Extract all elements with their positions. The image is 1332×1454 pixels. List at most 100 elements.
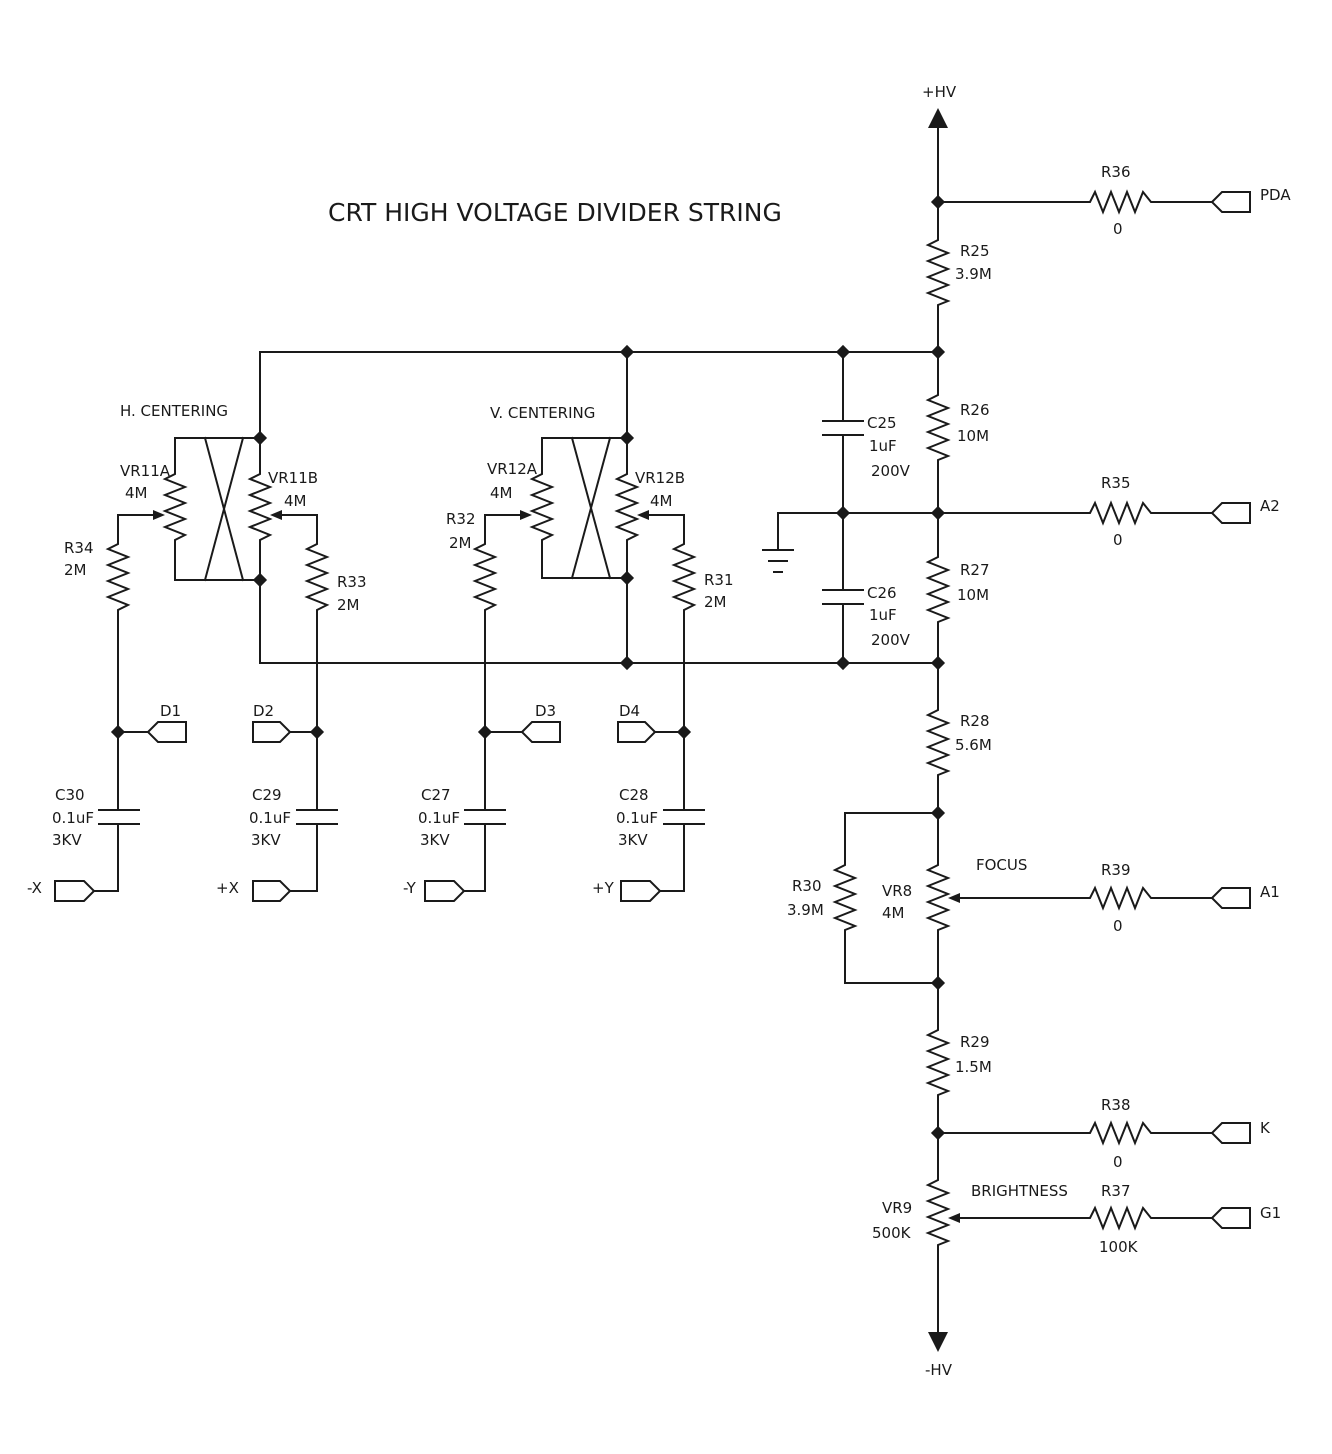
r29-value: 1.5M xyxy=(955,1058,992,1076)
resistor-r25 xyxy=(925,235,951,310)
vr12b-value: 4M xyxy=(650,492,673,510)
r28-value: 5.6M xyxy=(955,736,992,754)
r36-ref: R36 xyxy=(1101,163,1131,181)
deflection-outputs xyxy=(54,614,705,902)
r39-ref: R39 xyxy=(1101,861,1131,879)
a1-label: A1 xyxy=(1260,883,1280,901)
port-neg-y xyxy=(424,880,466,902)
r35-ref: R35 xyxy=(1101,474,1131,492)
h-centering-block xyxy=(105,351,330,664)
port-a1 xyxy=(1210,887,1251,909)
potentiometer-vr9 xyxy=(925,1175,951,1250)
vr11a-value: 4M xyxy=(125,484,148,502)
c29-value: 0.1uF xyxy=(249,809,291,827)
c30-ref: C30 xyxy=(55,786,85,804)
resistor-r39 xyxy=(1085,885,1155,911)
r27-ref: R27 xyxy=(960,561,990,579)
port-neg-x xyxy=(54,880,96,902)
resistor-r28 xyxy=(925,705,951,780)
v-centering-label: V. CENTERING xyxy=(490,404,595,422)
vr8-ref: VR8 xyxy=(882,882,912,900)
c28-ref: C28 xyxy=(619,786,649,804)
r35-value: 0 xyxy=(1113,531,1123,549)
vr8-value: 4M xyxy=(882,904,905,922)
c27-ref: C27 xyxy=(421,786,451,804)
component-labels: H. CENTERING V. CENTERING FOCUS BRIGHTNE… xyxy=(27,163,1291,1256)
port-d1 xyxy=(146,721,187,743)
focus-label: FOCUS xyxy=(976,856,1027,874)
bypass-capacitors xyxy=(762,351,939,664)
c26-rating: 200V xyxy=(871,631,911,649)
k-label: K xyxy=(1260,1119,1271,1137)
negative-hv-arrow xyxy=(928,1332,948,1352)
potentiometer-vr12a xyxy=(529,470,555,548)
port-pos-y xyxy=(620,880,662,902)
c28-value: 0.1uF xyxy=(616,809,658,827)
port-d3 xyxy=(520,721,561,743)
vr12a-value: 4M xyxy=(490,484,513,502)
port-d4 xyxy=(617,721,657,743)
c29-rating: 3KV xyxy=(251,831,281,849)
vr9-wiper-arrow xyxy=(948,1213,960,1223)
port-a2 xyxy=(1210,502,1251,524)
resistor-r27 xyxy=(925,552,951,627)
c29-ref: C29 xyxy=(252,786,282,804)
resistor-r29 xyxy=(925,1025,951,1100)
d4-label: D4 xyxy=(619,702,640,720)
resistor-r31 xyxy=(671,540,697,615)
brightness-label: BRIGHTNESS xyxy=(971,1182,1068,1200)
g1-label: G1 xyxy=(1260,1204,1281,1222)
g1-branch xyxy=(948,1205,1251,1231)
resistor-r34 xyxy=(105,540,131,615)
r26-ref: R26 xyxy=(960,401,990,419)
c26-ref: C26 xyxy=(867,584,897,602)
resistor-r35 xyxy=(1085,500,1155,526)
main-divider-column: +HV -HV xyxy=(922,83,957,1379)
k-branch xyxy=(937,1120,1251,1146)
vr12a-wiper-arrow xyxy=(520,510,532,520)
a2-branch xyxy=(937,500,1251,526)
r36-value: 0 xyxy=(1113,220,1123,238)
r32-ref: R32 xyxy=(446,510,476,528)
r31-value: 2M xyxy=(704,593,727,611)
resistor-r37 xyxy=(1085,1205,1155,1231)
potentiometer-vr11b xyxy=(247,470,273,548)
r25-value: 3.9M xyxy=(955,265,992,283)
vr11b-wiper-arrow xyxy=(270,510,282,520)
c27-value: 0.1uF xyxy=(418,809,460,827)
r37-ref: R37 xyxy=(1101,1182,1131,1200)
c25-ref: C25 xyxy=(867,414,897,432)
r26-value: 10M xyxy=(957,427,989,445)
potentiometer-vr12b xyxy=(614,470,640,548)
vr12b-wiper-arrow xyxy=(637,510,649,520)
vr9-value: 500K xyxy=(872,1224,912,1242)
junction-dots xyxy=(110,194,946,1141)
c30-rating: 3KV xyxy=(52,831,82,849)
positive-hv-label: +HV xyxy=(922,83,957,101)
d2-label: D2 xyxy=(253,702,274,720)
r30-ref: R30 xyxy=(792,877,822,895)
r28-ref: R28 xyxy=(960,712,990,730)
r39-value: 0 xyxy=(1113,917,1123,935)
r34-value: 2M xyxy=(64,561,87,579)
diagram-title: CRT HIGH VOLTAGE DIVIDER STRING xyxy=(328,198,782,227)
c27-rating: 3KV xyxy=(420,831,450,849)
r38-value: 0 xyxy=(1113,1153,1123,1171)
vr11b-ref: VR11B xyxy=(268,469,318,487)
pos-x-label: +X xyxy=(216,879,239,897)
vr11b-value: 4M xyxy=(284,492,307,510)
potentiometer-vr8 xyxy=(925,860,951,935)
pda-label: PDA xyxy=(1260,186,1291,204)
port-d2 xyxy=(252,721,292,743)
r31-ref: R31 xyxy=(704,571,734,589)
port-pda xyxy=(1210,191,1251,213)
resistor-r26 xyxy=(925,390,951,465)
v-centering-block xyxy=(472,351,697,664)
h-centering-label: H. CENTERING xyxy=(120,402,228,420)
vr8-wiper-arrow xyxy=(948,893,960,903)
c25-rating: 200V xyxy=(871,462,911,480)
a1-branch xyxy=(948,885,1251,911)
neg-x-label: -X xyxy=(27,879,42,897)
port-k xyxy=(1210,1122,1251,1144)
